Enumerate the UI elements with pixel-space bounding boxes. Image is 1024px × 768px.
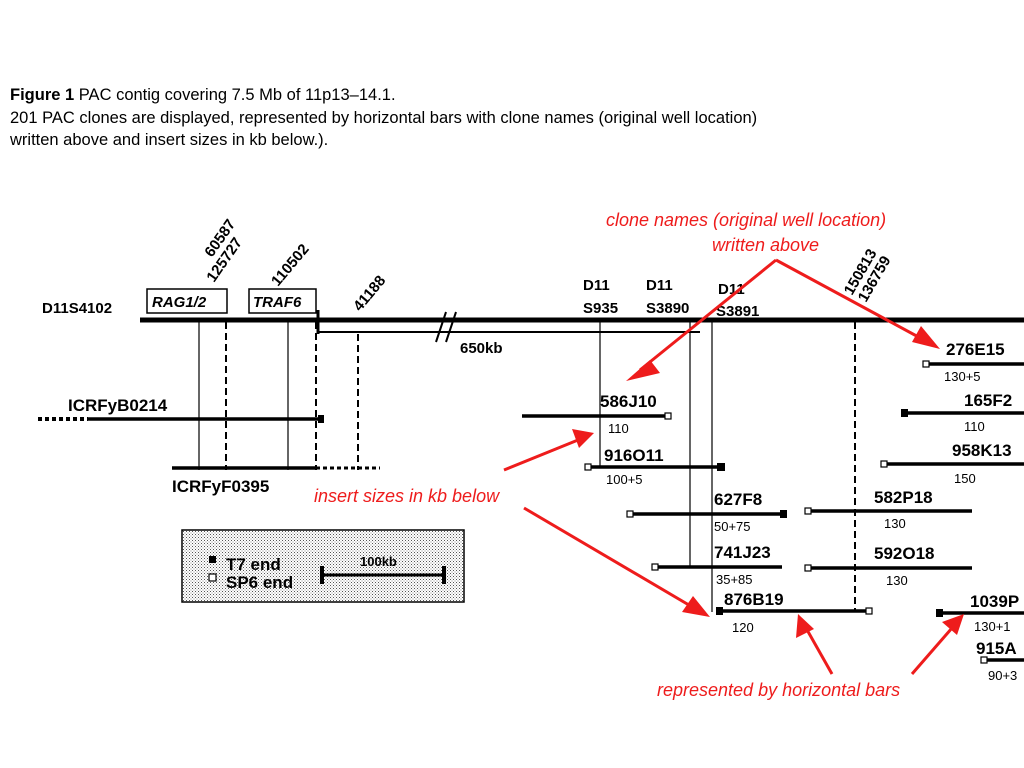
annotation-sizes: insert sizes in kb below — [314, 486, 500, 506]
clone-name: 582P18 — [874, 488, 933, 507]
pac-clone: 958K13 150 — [880, 441, 1024, 486]
marker-d11-s3891-l2: S3891 — [716, 303, 759, 320]
pac-clone: 876B19 120 — [716, 590, 873, 635]
marker-d11-s3890-l2: S3890 — [646, 300, 689, 317]
clone-name: 916O11 — [604, 446, 664, 465]
pac-clone: 916O11 100+5 — [584, 446, 725, 487]
traf6-gene-label: TRAF6 — [253, 294, 302, 311]
legend-box — [181, 529, 465, 603]
annotation-names-line2: written above — [712, 235, 819, 255]
clone-size: 110 — [608, 421, 629, 436]
yac-label: ICRFyB0214 — [68, 396, 168, 415]
marker-d11s4102: D11S4102 — [42, 300, 112, 317]
clone-name: 958K13 — [952, 441, 1012, 460]
annotation-bars: represented by horizontal bars — [657, 680, 900, 700]
clone-name: 741J23 — [714, 543, 771, 562]
gap-label: 650kb — [460, 340, 503, 357]
rag-gene-label: RAG1/2 — [152, 294, 207, 311]
pac-clone: 276E15 130+5 — [922, 340, 1024, 384]
clone-size: 35+85 — [716, 572, 753, 587]
yac-end — [318, 415, 324, 423]
break-mark-1 — [435, 311, 447, 343]
clone-name: 592O18 — [874, 544, 935, 563]
clone-name: 915A — [976, 639, 1017, 658]
clone-size: 130 — [884, 516, 906, 531]
marker-d11-s3891-l1: D11 — [718, 281, 745, 298]
clone-size: 130+1 — [974, 619, 1011, 634]
clone-size: 130+5 — [944, 369, 981, 384]
rag-gene-box — [146, 288, 228, 314]
yac-label: ICRFyF0395 — [172, 477, 269, 496]
clone-size: 150 — [954, 471, 976, 486]
clone-name: 627F8 — [714, 490, 762, 509]
pac-clone: 592O18 130 — [804, 544, 972, 588]
marker-d11-s3890-l1: D11 — [646, 277, 673, 294]
t7-end-icon — [209, 556, 216, 563]
clone-size: 50+75 — [714, 519, 751, 534]
clone-size: 110 — [964, 419, 985, 434]
legend-t7-label: T7 end — [226, 555, 281, 574]
figure-title: PAC contig covering 7.5 Mb of 11p13–14.1… — [78, 86, 396, 104]
pac-clone: 586J10 110 — [522, 392, 672, 436]
clone-name: 165F2 — [964, 391, 1012, 410]
pac-clone: 582P18 130 — [804, 488, 972, 531]
clone-size: 120 — [732, 620, 754, 635]
caption-line-1: Figure 1 PAC contig covering 7.5 Mb of 1… — [10, 84, 1010, 107]
clone-name: 586J10 — [600, 392, 657, 411]
figure-caption: Figure 1 PAC contig covering 7.5 Mb of 1… — [10, 84, 1010, 152]
pac-clone: 627F8 50+75 — [626, 490, 787, 534]
rotated-id-41188: 41188 — [350, 272, 389, 314]
break-mark-2 — [445, 311, 457, 343]
annotation-names-line1: clone names (original well location) — [606, 210, 886, 230]
caption-line-2: 201 PAC clones are displayed, represente… — [10, 108, 758, 127]
pac-clone: 915A 90+3 — [976, 639, 1024, 683]
clone-size: 90+3 — [988, 668, 1017, 683]
clone-name: 1039P — [970, 592, 1019, 611]
clone-name: 276E15 — [946, 340, 1005, 359]
scale-bar-label: 100kb — [360, 554, 397, 569]
pac-clone: 1039P 130+1 — [936, 592, 1024, 634]
traf6-gene-box — [248, 288, 317, 314]
annotation-arrows — [503, 258, 964, 675]
caption-line-3: written above and insert sizes in kb bel… — [10, 131, 329, 149]
marker-d11-s935-l2: S935 — [583, 300, 618, 317]
clone-name: 876B19 — [724, 590, 784, 609]
marker-d11-s935-l1: D11 — [583, 277, 610, 294]
rotated-id-110502: 110502 — [268, 241, 313, 290]
pac-clone: 165F2 110 — [901, 391, 1024, 434]
legend-sp6-label: SP6 end — [226, 573, 293, 592]
clone-size: 100+5 — [606, 472, 643, 487]
pac-clone: 741J23 35+85 — [651, 543, 782, 587]
clone-size: 130 — [886, 573, 908, 588]
sp6-end-icon — [208, 573, 217, 582]
figure-label: Figure 1 — [10, 86, 75, 104]
